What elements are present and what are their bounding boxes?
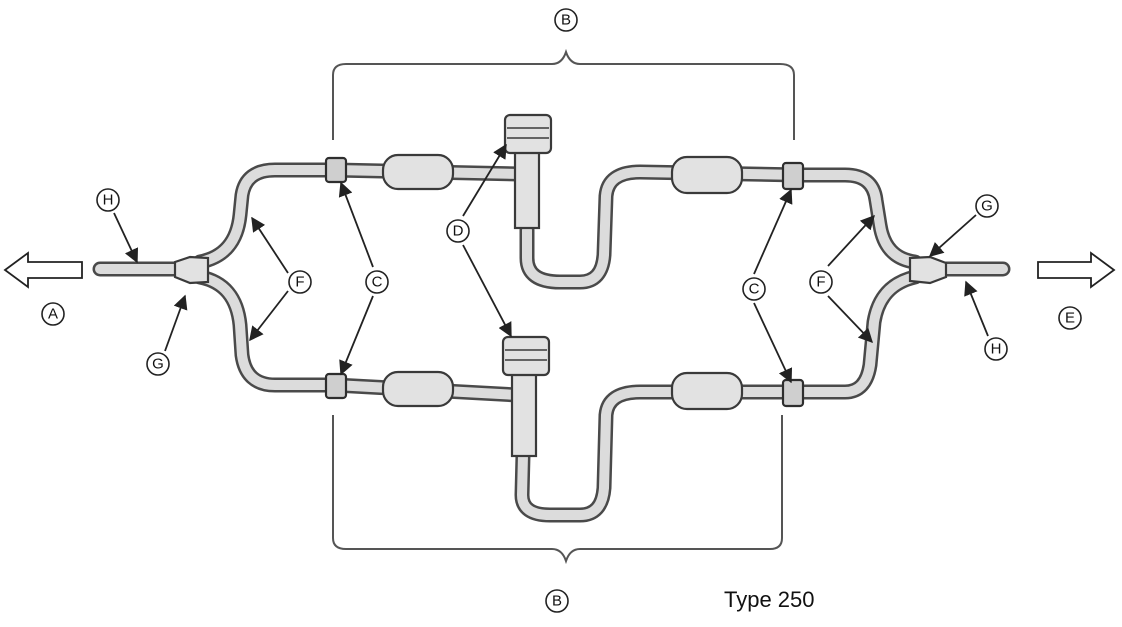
callout-c-right: C [742, 277, 766, 301]
svg-text:D: D [453, 223, 464, 240]
svg-text:F: F [816, 274, 825, 291]
valve-upper [503, 113, 553, 230]
svg-text:C: C [749, 281, 760, 298]
distributor-joints [173, 255, 948, 285]
callout-f-left: F [288, 270, 312, 294]
callout-f-right: F [809, 270, 833, 294]
bottom-brace [332, 415, 783, 565]
svg-text:G: G [981, 198, 993, 215]
svg-text:G: G [152, 356, 164, 373]
leader-lines [113, 143, 989, 384]
top-brace [332, 48, 795, 140]
valve-lower [501, 335, 551, 458]
svg-text:B: B [552, 593, 562, 610]
type-caption: Type 250 [724, 587, 815, 612]
mufflers [381, 153, 744, 411]
callout-g-left: G [146, 352, 170, 376]
callout-h-right: H [984, 337, 1008, 361]
callout-e: E [1058, 306, 1082, 330]
callout-h-left: H [96, 188, 120, 212]
svg-text:A: A [48, 306, 58, 323]
svg-text:B: B [561, 12, 571, 29]
outflow-arrow-right [1037, 251, 1116, 289]
callout-c-left: C [365, 270, 389, 294]
callout-d: D [446, 219, 470, 243]
svg-text:C: C [372, 274, 383, 291]
svg-text:E: E [1065, 310, 1075, 327]
callout-b-bottom: B [545, 589, 569, 613]
callout-a: A [41, 302, 65, 326]
flare-nuts [324, 156, 805, 408]
svg-text:H: H [991, 341, 1002, 358]
callout-g-right: G [975, 194, 999, 218]
pipe-network [92, 162, 1011, 523]
svg-text:F: F [295, 274, 304, 291]
callout-b-top: B [554, 8, 578, 32]
outflow-arrow-left [3, 251, 83, 289]
svg-text:H: H [103, 192, 114, 209]
